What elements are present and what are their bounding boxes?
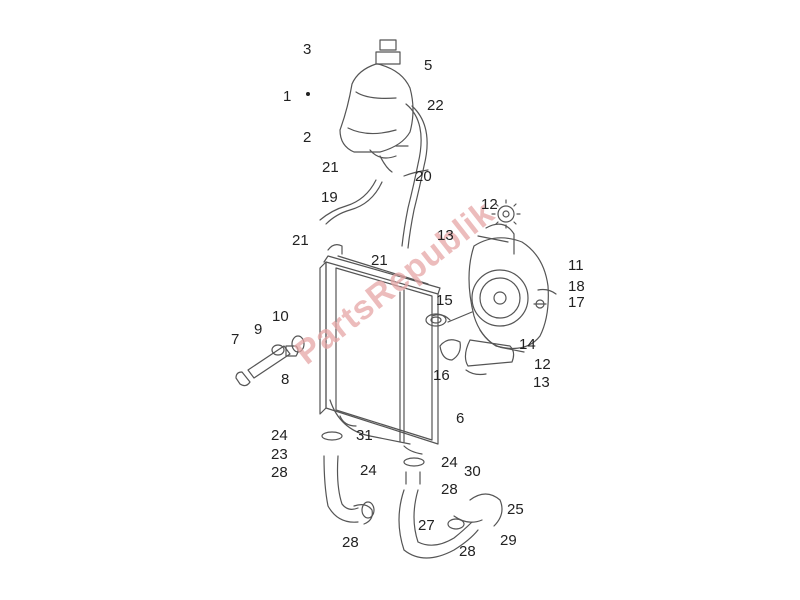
callout-label: 21: [371, 252, 388, 269]
callout-label: 8: [281, 371, 290, 388]
callout-label: 30: [464, 463, 481, 480]
callout-label: 28: [459, 543, 476, 560]
callout-label: 15: [436, 292, 453, 309]
callout-label: 16: [433, 367, 450, 384]
callout-label: 22: [427, 97, 444, 114]
callout-label: 24: [271, 427, 288, 444]
mounting-hardware: [235, 335, 305, 387]
hose-clamp-15: [425, 313, 447, 327]
gear-icon: [491, 199, 521, 229]
callout-label: 28: [441, 481, 458, 498]
callout-label: 1: [283, 88, 292, 105]
callout-label: 27: [418, 517, 435, 534]
callout-label: 13: [533, 374, 550, 391]
plug-16: [439, 339, 461, 361]
radiator: [319, 244, 451, 455]
callout-label: 10: [272, 308, 289, 325]
callout-label: 12: [534, 356, 551, 373]
fan-bracket: [464, 299, 547, 376]
callout-label: 2: [303, 129, 312, 146]
lower-hose-right: [398, 457, 503, 559]
callout-label: 9: [254, 321, 263, 338]
callout-label: 29: [500, 532, 517, 549]
callout-label: 28: [271, 464, 288, 481]
callout-label: 20: [415, 168, 432, 185]
lower-hose-left: [321, 431, 375, 525]
callout-label: 7: [231, 331, 240, 348]
callout-label: 24: [360, 462, 377, 479]
callout-label: 17: [568, 294, 585, 311]
callout-label: 5: [424, 57, 433, 74]
callout-label: 28: [342, 534, 359, 551]
callout-label: 13: [437, 227, 454, 244]
callout-label: 25: [507, 501, 524, 518]
cooling-fan: [447, 223, 557, 353]
callout-label: 6: [456, 410, 465, 427]
callout-label: 12: [481, 196, 498, 213]
callout-label: 18: [568, 278, 585, 295]
expansion-tank: [339, 39, 414, 173]
callout-label: 21: [322, 159, 339, 176]
callout-label: 11: [568, 257, 584, 274]
callout-label: 3: [303, 41, 312, 58]
callout-label: 14: [519, 336, 536, 353]
callout-label: 21: [292, 232, 309, 249]
tank-hoses: [319, 103, 429, 249]
callout-label: 19: [321, 189, 338, 206]
callout-label: 23: [271, 446, 288, 463]
tank-dot: [306, 92, 310, 96]
callout-label: 24: [441, 454, 458, 471]
callout-label: 31: [356, 427, 373, 444]
